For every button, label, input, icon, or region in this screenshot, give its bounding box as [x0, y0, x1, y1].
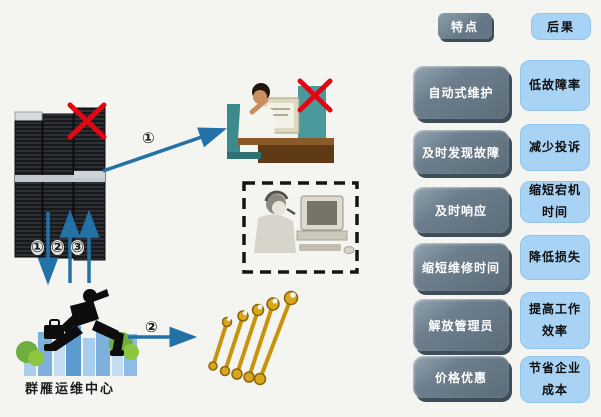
step-3-label: ③ [71, 238, 84, 256]
arrow-icon [102, 127, 227, 173]
result-box-4: 降低损失 [520, 235, 590, 280]
feature-box-3: 及时响应 [413, 187, 509, 233]
feature-box-2: 及时发现故障 [413, 130, 509, 174]
result-box-3: 缩短宕机时间 [520, 181, 590, 223]
feature-box-5: 解放管理员 [413, 299, 509, 351]
running-engineer-icon [44, 289, 124, 356]
result-box-2: 减少投诉 [520, 124, 590, 171]
feature-box-6: 价格优惠 [413, 356, 509, 398]
step-1-label: ① [142, 129, 155, 147]
service-desk-frame [242, 181, 359, 274]
error-x-icon [297, 78, 333, 113]
results-header: 后果 [531, 13, 591, 40]
result-box-6: 节省企业成本 [520, 356, 590, 403]
result-box-1: 低故障率 [520, 60, 590, 111]
wrench-set-icon [208, 290, 299, 386]
user-on-phone-icon [227, 83, 334, 163]
step-2-label: ② [145, 318, 158, 336]
error-x-icon [67, 102, 107, 140]
diagram-graphics [14, 78, 359, 386]
arrow-icon [37, 209, 100, 286]
step-2-label: ② [51, 238, 64, 256]
feature-box-1: 自动式维护 [413, 66, 509, 119]
features-header: 特点 [438, 13, 492, 39]
step-1-label: ① [31, 238, 44, 256]
result-box-5: 提高工作效率 [520, 292, 590, 349]
ops-center-label: 群雁运维中心 [25, 382, 116, 397]
call-center-operator-icon [254, 190, 355, 254]
feature-box-4: 缩短维修时间 [413, 243, 509, 291]
